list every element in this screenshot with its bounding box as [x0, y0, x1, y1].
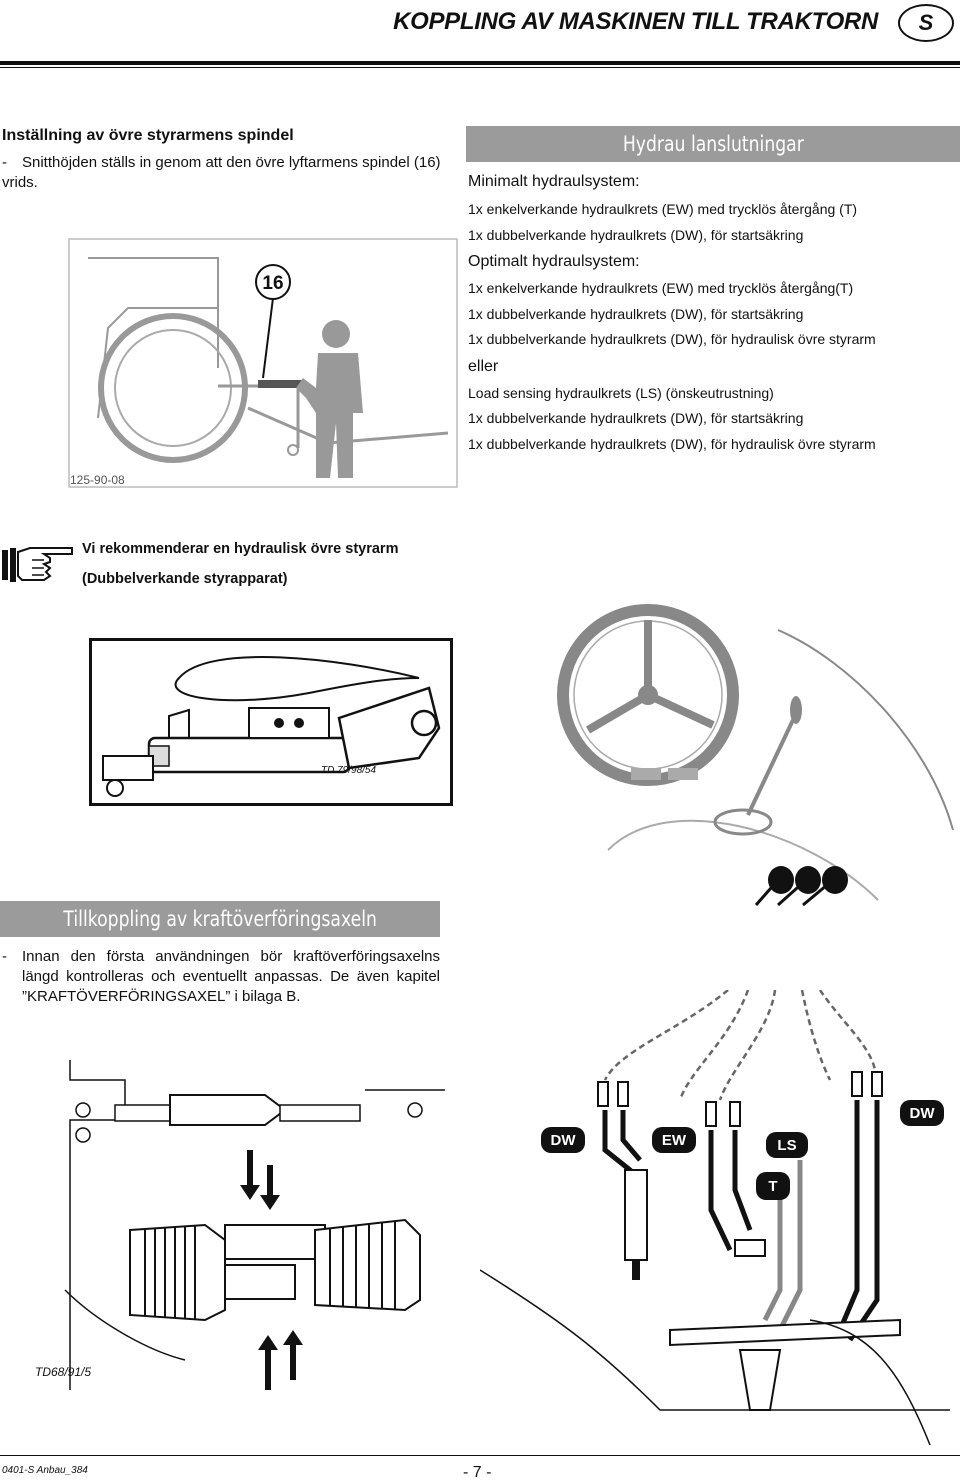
hydraulic-connection-diagram — [480, 990, 950, 1445]
figure-code: TD 79/98/54 — [321, 765, 376, 776]
spindle-instruction-line1: Snitthöjden ställs in genom att den övre… — [22, 154, 441, 171]
pto-section-header: Tillkoppling av kraftöverföringsaxeln — [0, 901, 440, 937]
language-badge: S — [898, 4, 954, 42]
list-item: Load sensing hydraulkrets (LS) (önskeutr… — [468, 385, 774, 401]
pointing-hand-icon — [2, 547, 73, 582]
minimal-system-heading: Minimalt hydraulsystem: — [468, 173, 640, 190]
list-item: 1x dubbelverkande hydraulkrets (DW), för… — [468, 227, 804, 243]
list-item: 1x dubbelverkande hydraulkrets (DW), för… — [468, 306, 804, 322]
list-item: 1x enkelverkande hydraulkrets (EW) med t… — [468, 201, 858, 217]
list-item: 1x dubbelverkande hydraulkrets (DW), för… — [468, 436, 876, 452]
connection-tag-ls: LS — [766, 1132, 808, 1158]
list-item: 1x dubbelverkande hydraulkrets (DW), för… — [468, 410, 804, 426]
list-item: 1x dubbelverkande hydraulkrets (DW), för… — [468, 331, 876, 347]
figure-code: 125-90-08 — [70, 473, 125, 487]
spindle-instruction-line2: vrids. — [2, 174, 38, 191]
footer-rule — [0, 1455, 960, 1456]
document-code: 0401-S Anbau_384 — [2, 1465, 88, 1476]
header-rule-thin — [0, 67, 960, 68]
connection-tag-dw: DW — [541, 1127, 585, 1153]
callout-label: 16 — [262, 273, 283, 294]
spindle-section-heading: Inställning av övre styrarmens spindel — [2, 127, 294, 144]
recommendation-line: Vi rekommenderar en hydraulisk övre styr… — [82, 541, 399, 557]
hydraulics-section-header: Hydrau lanslutningar — [466, 126, 960, 162]
or-label: eller — [468, 358, 499, 375]
page-number: - 7 - — [463, 1464, 492, 1481]
list-item: 1x enkelverkande hydraulkrets (EW) med t… — [468, 280, 854, 296]
spindle-illustration: 16 125-90-08 — [68, 238, 458, 488]
header-rule — [0, 61, 960, 65]
figure-code: TD68/91/5 — [35, 1365, 91, 1379]
list-dash: - — [2, 154, 7, 171]
hydraulic-top-link-illustration: TD 79/98/54 — [89, 638, 453, 806]
list-dash: - — [2, 948, 7, 965]
connection-tag-ew: EW — [652, 1127, 696, 1153]
connection-tag-dw-2: DW — [900, 1100, 944, 1126]
spindle-instruction: -Snitthöjden ställs in genom att den övr… — [2, 153, 457, 193]
hydraulics-title: Hydrau lanslutningar — [622, 132, 804, 156]
tractor-cab-controls-illustration — [557, 604, 954, 907]
pto-shaft-illustration: TD68/91/5 — [35, 1060, 445, 1390]
recommendation-subline: (Dubbelverkande styrapparat) — [82, 571, 288, 587]
pto-instruction-text: Innan den första användningen bör kraftö… — [22, 948, 440, 1005]
connection-tag-t: T — [756, 1172, 790, 1200]
pto-instruction: - Innan den första användningen bör kraf… — [2, 947, 440, 1007]
pto-title: Tillkoppling av kraftöverföringsaxeln — [63, 907, 377, 931]
page-title: KOPPLING AV MASKINEN TILL TRAKTORN — [393, 8, 878, 35]
optimal-system-heading: Optimalt hydraulsystem: — [468, 253, 640, 270]
